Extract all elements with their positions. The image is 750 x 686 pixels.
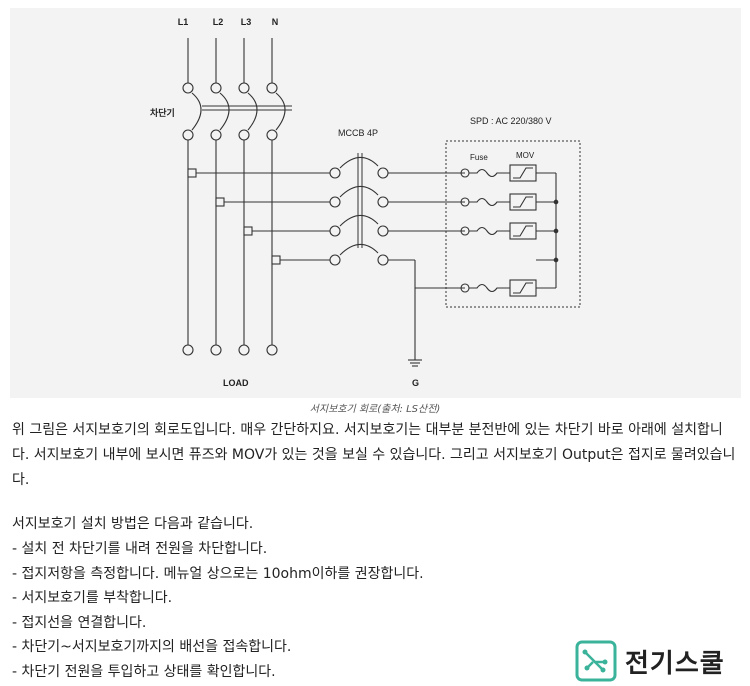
description-paragraph: 위 그림은 서지보호기의 회로도입니다. 매우 간단하지요. 서지보호기는 대부…: [12, 422, 736, 488]
line-label-l2: L2: [213, 17, 224, 27]
line-label-n: N: [272, 17, 279, 27]
figure-caption: 서지보호기 회로(출처: LS산전): [309, 404, 441, 415]
spd-feed-wires: [388, 172, 465, 289]
list-item: - 설치 전 차단기를 내려 전원을 차단합니다.: [12, 541, 268, 557]
mccb-feed-wires: [196, 172, 330, 261]
supply-lines: [187, 38, 273, 83]
line-label-l1: L1: [178, 17, 189, 27]
tap-junctions: [187, 168, 281, 265]
list-item: - 차단기~서지보호기까지의 배선을 접속합니다.: [12, 639, 292, 655]
breaker-label: 차단기: [150, 107, 175, 118]
fuse-label: Fuse: [470, 153, 488, 162]
ground-symbol: [408, 288, 422, 367]
mccb-label: MCCB 4P: [338, 128, 378, 138]
ground-label: G: [412, 378, 419, 388]
steps-title: 서지보호기 설치 방법은 다음과 같습니다.: [12, 516, 254, 532]
circuit-diagram: L1 L2 L3 N 차단기: [10, 8, 741, 398]
load-label: LOAD: [223, 378, 249, 388]
spd-box: [445, 140, 581, 308]
brand-logo[interactable]: 전기스쿨: [575, 638, 725, 684]
list-item: - 차단기 전원을 투입하고 상태를 확인합니다.: [12, 663, 276, 680]
breaker: [182, 82, 292, 141]
installation-steps: - 설치 전 차단기를 내려 전원을 차단합니다. - 접지저항을 측정합니다.…: [12, 537, 424, 684]
list-item: - 접지선을 연결합니다.: [12, 614, 147, 631]
circuit-diagram-svg: L1 L2 L3 N 차단기: [150, 17, 581, 388]
brand-name: 전기스쿨: [625, 648, 725, 679]
list-item: - 서지보호기를 부착합니다.: [12, 590, 173, 606]
spd-branches: [460, 164, 559, 297]
mov-label: MOV: [516, 151, 535, 160]
load-lines: [182, 140, 278, 356]
spd-label: SPD : AC 220/380 V: [470, 116, 552, 126]
mccb: [329, 153, 389, 266]
circuit-board-icon: [575, 640, 617, 682]
line-label-l3: L3: [241, 17, 252, 27]
list-item: - 접지저항을 측정합니다. 메뉴얼 상으로는 10ohm이하를 권장합니다.: [12, 565, 424, 582]
